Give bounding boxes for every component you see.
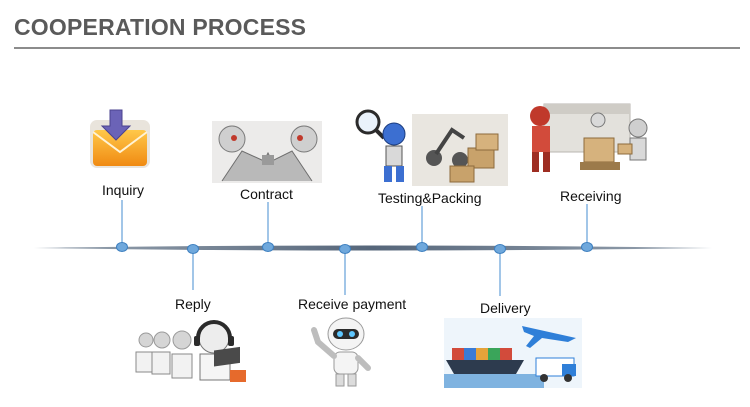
node-delivery xyxy=(494,244,506,254)
step-label-receiving: Receiving xyxy=(560,188,622,204)
step-label-delivery: Delivery xyxy=(480,300,531,316)
robot-waving-icon xyxy=(306,312,384,388)
robot-magnifier-packing-icon xyxy=(352,108,508,186)
call-center-agents-icon xyxy=(132,318,260,388)
title-divider xyxy=(14,47,740,49)
step-label-contract: Contract xyxy=(240,186,293,202)
robots-receiving-boxes-icon xyxy=(526,98,658,186)
node-contract xyxy=(262,242,274,252)
node-testing xyxy=(416,242,428,252)
ship-plane-truck-icon xyxy=(444,318,582,388)
step-label-reply: Reply xyxy=(175,296,211,312)
page-title: COOPERATION PROCESS xyxy=(14,14,307,40)
node-payment xyxy=(339,244,351,254)
node-receiving xyxy=(581,242,593,252)
node-reply xyxy=(187,244,199,254)
timeline-bar xyxy=(34,245,712,251)
node-inquiry xyxy=(116,242,128,252)
step-label-testing: Testing&Packing xyxy=(378,190,482,206)
envelope-download-icon xyxy=(84,106,156,172)
step-label-payment: Receive payment xyxy=(298,296,407,312)
robot-handshake-icon xyxy=(212,121,322,183)
step-label-inquiry: Inquiry xyxy=(102,182,145,198)
